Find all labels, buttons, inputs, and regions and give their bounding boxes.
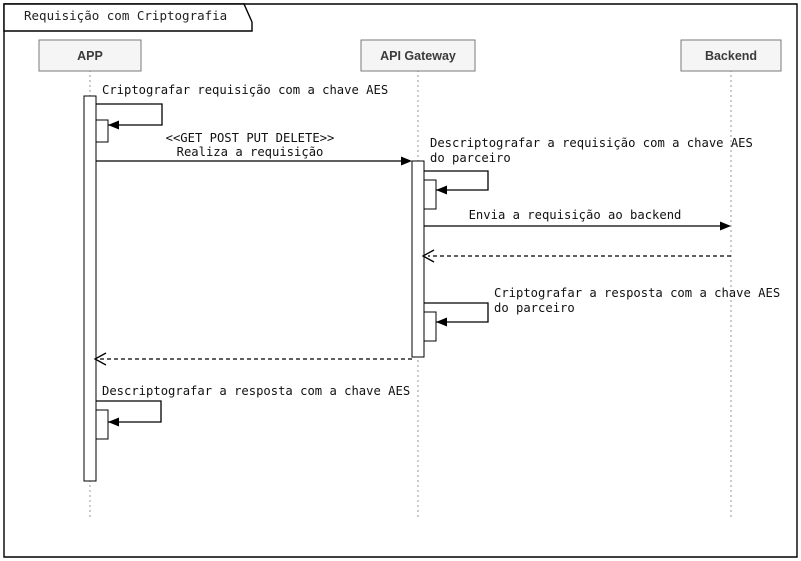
activation-app-nested-1 bbox=[95, 119, 109, 143]
activation-gateway-nested-1 bbox=[423, 179, 437, 210]
activation-bars-group bbox=[83, 95, 437, 482]
participant-label-app: APP bbox=[77, 49, 103, 63]
diagram-frame: Requisição com Criptografia bbox=[3, 3, 798, 558]
message-m8-label-line-1: Descriptografar a resposta com a chave A… bbox=[102, 384, 410, 398]
activation-app-nested-2 bbox=[95, 409, 109, 440]
message-m1-self-encrypt-request[interactable]: Criptografar requisição com a chave AES bbox=[96, 83, 388, 130]
message-m3-arrowhead bbox=[436, 185, 447, 195]
message-m3-label-line-2: do parceiro bbox=[430, 151, 511, 165]
participant-box-gateway[interactable] bbox=[360, 39, 476, 72]
message-m2-call-request[interactable]: <<GET POST PUT DELETE>> Realiza a requis… bbox=[96, 131, 412, 166]
message-m3-label-line-1: Descriptografar a requisição com a chave… bbox=[430, 136, 753, 150]
message-m1-loop-path[interactable] bbox=[96, 103, 163, 126]
message-m1-label-line-1: Criptografar requisição com a chave AES bbox=[102, 83, 388, 97]
message-m3-self-decrypt-request[interactable]: Descriptografar a requisição com a chave… bbox=[424, 136, 753, 195]
message-m4-call-backend[interactable]: Envia a requisição ao backend bbox=[424, 208, 731, 231]
activation-gateway-nested-2 bbox=[423, 311, 437, 342]
message-m7-return-gateway[interactable] bbox=[93, 352, 412, 366]
participant-gateway[interactable]: API Gateway bbox=[360, 39, 476, 72]
message-m5-arrowhead bbox=[421, 249, 435, 263]
message-m1-arrowhead bbox=[108, 120, 119, 130]
message-m6-self-encrypt-response[interactable]: Criptografar a resposta com a chave AES … bbox=[424, 286, 780, 327]
activation-gateway-main bbox=[411, 160, 425, 358]
participant-box-app[interactable] bbox=[38, 39, 142, 72]
participant-backend[interactable]: Backend bbox=[680, 39, 782, 72]
activation-app-main bbox=[83, 95, 97, 482]
message-m8-arrowhead bbox=[108, 417, 119, 427]
message-m8-self-decrypt-response[interactable]: Descriptografar a resposta com a chave A… bbox=[96, 384, 410, 427]
participant-label-gateway: API Gateway bbox=[380, 49, 456, 63]
message-m2-label-line-1: <<GET POST PUT DELETE>> bbox=[166, 131, 335, 145]
message-m4-arrowhead bbox=[720, 221, 731, 231]
message-m8-loop-path[interactable] bbox=[96, 400, 162, 423]
message-m5-return-backend[interactable] bbox=[421, 249, 731, 263]
participant-box-backend[interactable] bbox=[680, 39, 782, 72]
frame-title-tab bbox=[3, 3, 253, 32]
message-m6-loop-path[interactable] bbox=[424, 302, 489, 323]
message-m3-loop-path[interactable] bbox=[424, 170, 489, 191]
message-m7-arrowhead bbox=[93, 352, 107, 366]
message-m4-label-line-1: Envia a requisição ao backend bbox=[469, 208, 682, 222]
message-m2-arrowhead bbox=[401, 156, 412, 166]
message-m6-label-line-2: do parceiro bbox=[494, 301, 575, 315]
message-m6-arrowhead bbox=[436, 317, 447, 327]
participant-app[interactable]: APP bbox=[38, 39, 142, 72]
participant-label-backend: Backend bbox=[705, 49, 757, 63]
message-m2-label-line-2: Realiza a requisição bbox=[177, 145, 324, 159]
message-m6-label-line-1: Criptografar a resposta com a chave AES bbox=[494, 286, 780, 300]
frame-title-label: Requisição com Criptografia bbox=[24, 8, 227, 23]
